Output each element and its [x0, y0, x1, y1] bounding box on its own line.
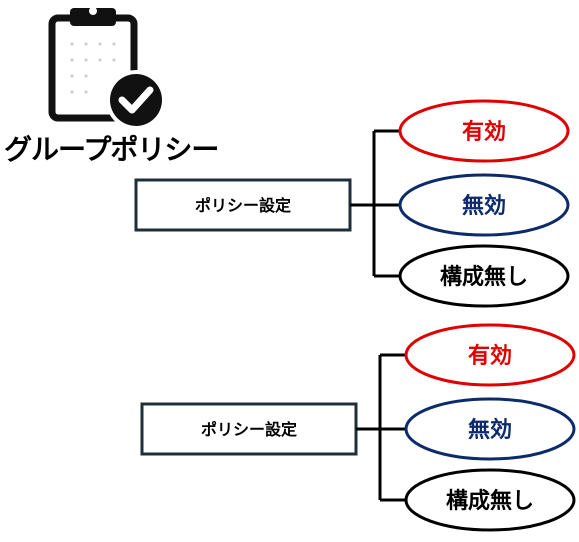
option-enabled-label: 有効 — [462, 119, 506, 145]
connector-lines — [350, 129, 400, 278]
option-disabled-label: 無効 — [462, 193, 506, 219]
clipboard-check-icon — [44, 4, 170, 130]
policy-setting-box — [140, 402, 358, 456]
policy-setting-label: ポリシー設定 — [201, 420, 297, 439]
option-not-configured-label: 構成無し — [446, 488, 534, 514]
policy-group-1: ポリシー設定 有効 無効 構成無し — [134, 99, 570, 308]
option-enabled — [398, 99, 570, 163]
option-disabled — [404, 397, 576, 461]
policy-setting-box — [134, 178, 352, 232]
option-disabled-label: 無効 — [468, 417, 512, 443]
option-not-configured — [398, 244, 570, 308]
page-title: グループポリシー — [4, 133, 219, 166]
policy-setting-label: ポリシー設定 — [195, 196, 291, 215]
connector-lines — [356, 353, 406, 502]
option-not-configured-label: 構成無し — [440, 264, 528, 290]
group-policy-logo: グループポリシー — [0, 0, 219, 170]
option-not-configured — [404, 468, 576, 532]
option-enabled — [404, 323, 576, 387]
option-enabled-label: 有効 — [468, 343, 512, 369]
policy-group-2: ポリシー設定 有効 無効 構成無し — [140, 323, 576, 532]
option-disabled — [398, 173, 570, 237]
